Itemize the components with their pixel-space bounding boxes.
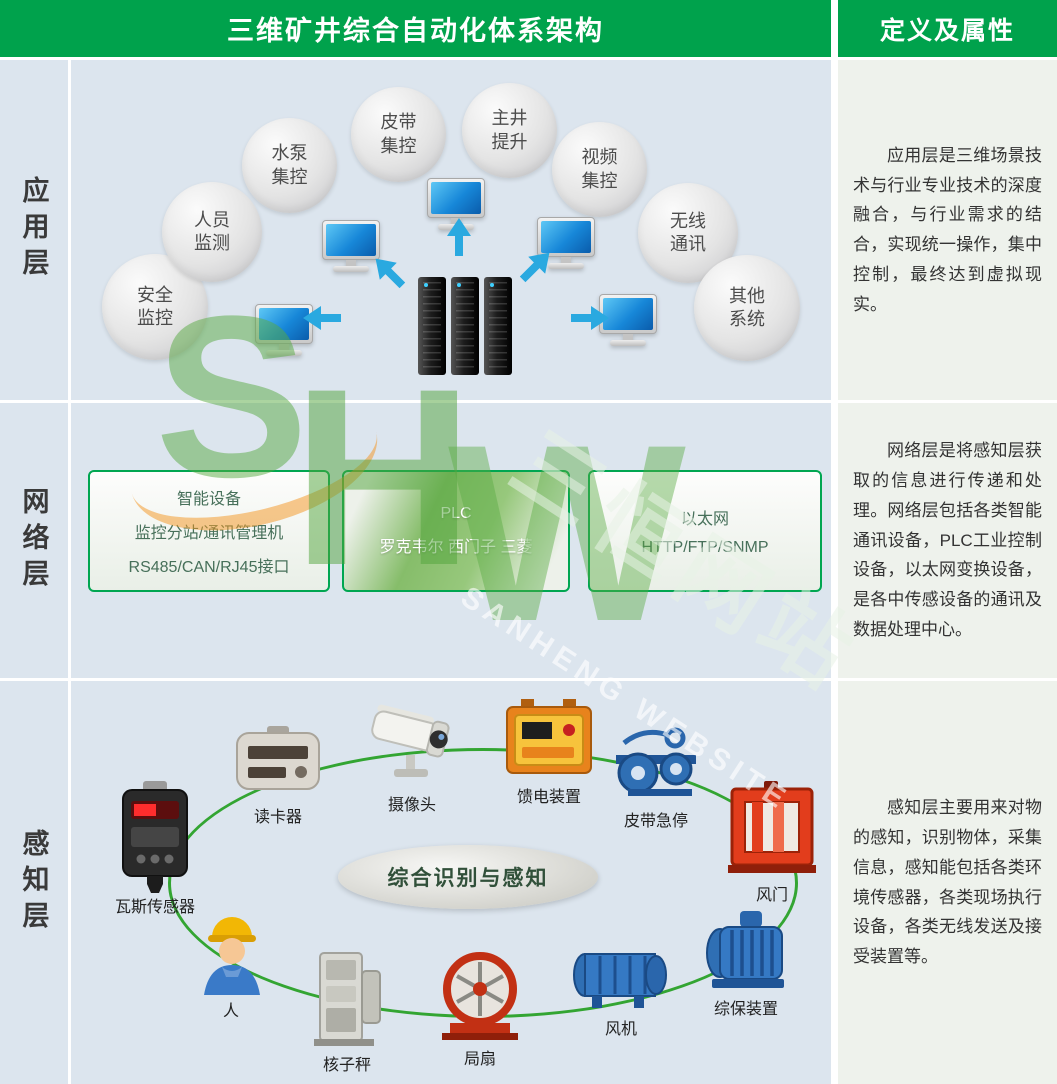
air-door-icon xyxy=(728,781,816,873)
bubble-personnel-monitoring: 人员监测 xyxy=(162,182,262,282)
monitor-icon xyxy=(322,220,380,272)
device-label-local-fan: 局扇 xyxy=(463,1051,497,1068)
network-box-plc: PLC 罗克韦尔 西门子 三菱 xyxy=(342,470,570,592)
layer-label-network: 网络层 xyxy=(0,403,71,678)
server-rack-icon xyxy=(418,277,512,375)
device-label-card-reader: 读卡器 xyxy=(253,809,303,826)
perception-center-label: 综合识别与感知 xyxy=(338,845,598,909)
net-box-line: PLC xyxy=(440,505,472,522)
net-box-line: 监控分站/通讯管理机 xyxy=(134,525,284,542)
description-application-text: 应用层是三维场景技术与行业专业技术的深度融合，与行业需求的结合，实现统一操作，集… xyxy=(853,145,1042,314)
device-label-belt-estop: 皮带急停 xyxy=(623,813,689,830)
bubble-pump-control: 水泵集控 xyxy=(242,118,337,213)
arrow-up-icon xyxy=(447,218,471,256)
header-right-bar: 定义及属性 xyxy=(838,0,1057,57)
bubble-other-systems: 其他系统 xyxy=(694,255,800,361)
protection-device-icon xyxy=(702,911,790,993)
network-layer-row: 网络层 智能设备 监控分站/通讯管理机 RS485/CAN/RJ45接口 PLC… xyxy=(0,403,831,678)
nuclear-scale-icon xyxy=(308,951,386,1047)
device-label-camera: 摄像头 xyxy=(387,797,437,814)
layer-label-perception: 感知层 xyxy=(0,681,71,1084)
arrow-right-icon xyxy=(571,306,609,330)
net-box-line: 罗克韦尔 西门子 三菱 xyxy=(379,539,533,556)
layer-label-application: 应用层 xyxy=(0,60,71,400)
description-network-text: 网络层是将感知层获取的信息进行传递和处理。网络层包括各类智能通讯设备，PLC工业… xyxy=(853,441,1042,639)
bubble-main-shaft-hoisting: 主井提升 xyxy=(462,83,557,178)
monitor-icon xyxy=(537,217,595,269)
arrow-up-right-icon xyxy=(519,252,550,283)
device-label-fan: 风机 xyxy=(604,1021,638,1038)
header-title-bar: 三维矿井综合自动化体系架构 xyxy=(0,0,831,57)
bubble-belt-control: 皮带集控 xyxy=(351,87,446,182)
description-network: 网络层是将感知层获取的信息进行传递和处理。网络层包括各类智能通讯设备，PLC工业… xyxy=(838,403,1057,678)
perception-layer-row: 感知层 综合识别与感知 瓦斯传感器 xyxy=(0,681,831,1084)
description-application: 应用层是三维场景技术与行业专业技术的深度融合，与行业需求的结合，实现统一操作，集… xyxy=(838,60,1057,400)
network-box-ethernet: 以太网 HTTP/FTP/SNMP xyxy=(588,470,822,592)
net-box-line: 以太网 xyxy=(680,511,729,528)
device-label-air-door: 风门 xyxy=(755,887,789,904)
net-box-line: HTTP/FTP/SNMP xyxy=(641,539,769,556)
person-icon xyxy=(198,903,266,995)
description-perception-text: 感知层主要用来对物的感知，识别物体，采集信息，感知能包括各类环境传感器，各类现场… xyxy=(853,798,1042,966)
device-label-gas-sensor: 瓦斯传感器 xyxy=(114,899,196,916)
network-box-smart-devices: 智能设备 监控分站/通讯管理机 RS485/CAN/RJ45接口 xyxy=(88,470,330,592)
feeder-device-icon xyxy=(505,699,593,779)
application-layer-row: 应用层 安全监控 人员监测 水泵集控 皮带集控 主井提升 视频集控 无线通讯 其… xyxy=(0,60,831,400)
gas-sensor-icon xyxy=(115,781,195,893)
right-column-title: 定义及属性 xyxy=(879,16,1015,45)
bubble-video-control: 视频集控 xyxy=(552,122,647,217)
device-label-feeder: 馈电装置 xyxy=(516,789,582,806)
description-perception: 感知层主要用来对物的感知，识别物体，采集信息，感知能包括各类环境传感器，各类现场… xyxy=(838,681,1057,1084)
net-box-line: RS485/CAN/RJ45接口 xyxy=(128,559,290,576)
monitor-icon xyxy=(599,294,657,346)
device-label-protection: 综保装置 xyxy=(713,1001,779,1018)
local-fan-icon xyxy=(438,951,522,1041)
fan-icon xyxy=(572,943,670,1013)
device-label-nuclear-scale: 核子秤 xyxy=(322,1057,372,1074)
belt-estop-icon xyxy=(612,725,700,801)
arrow-up-left-icon xyxy=(375,258,406,289)
camera-icon xyxy=(368,703,458,788)
device-label-person: 人 xyxy=(222,1003,240,1020)
net-box-line: 智能设备 xyxy=(176,491,241,508)
arrow-left-icon xyxy=(303,306,341,330)
page-title: 三维矿井综合自动化体系架构 xyxy=(227,16,604,46)
monitor-icon xyxy=(255,304,313,356)
card-reader-icon xyxy=(235,726,321,796)
